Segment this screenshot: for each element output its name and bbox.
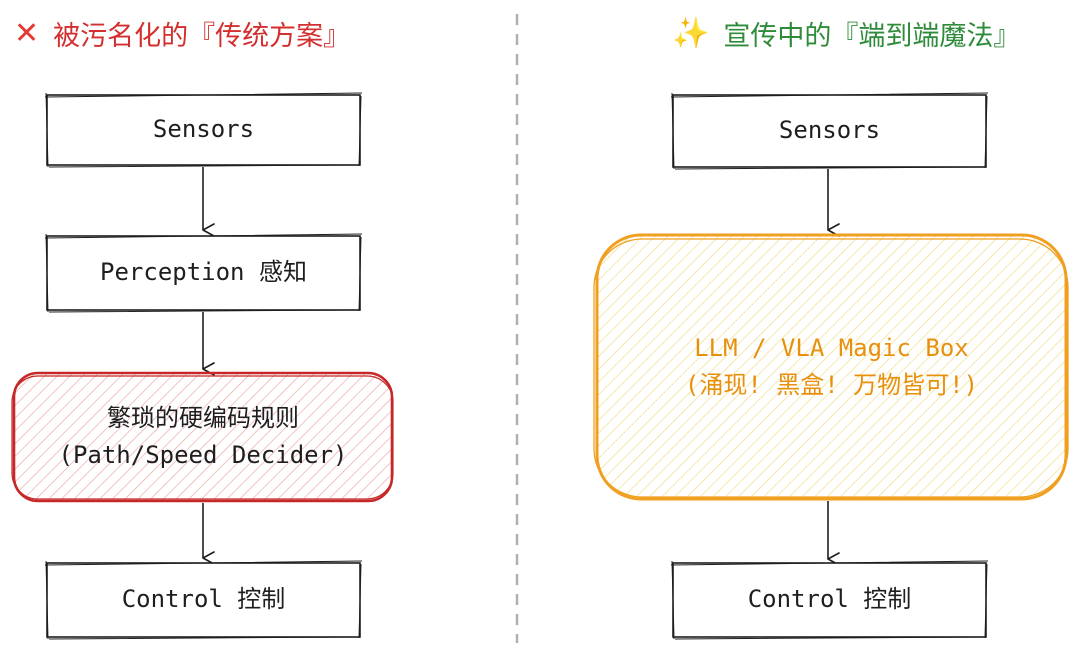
left-sensors-label: Sensors — [47, 95, 360, 165]
right-control-box — [670, 560, 989, 640]
sparkles-icon: ✨ — [672, 16, 710, 51]
left-sensors-text: Sensors — [152, 115, 255, 144]
right-control-text: Control 控制 — [747, 585, 912, 614]
left-sensors-box — [44, 92, 363, 168]
left-control-box — [44, 560, 363, 640]
left-perception-box — [44, 233, 363, 313]
left-perception-text: Perception 感知 — [100, 258, 307, 287]
left-decider-text-line2: (Path/Speed Decider) — [58, 441, 348, 469]
cross-mark-icon: ✕ — [14, 16, 40, 51]
left-heading: ✕ 被污名化的『传统方案』 — [14, 14, 350, 53]
right-control-label: Control 控制 — [673, 563, 986, 637]
right-magic-text-line1: LLM / VLA Magic Box — [694, 333, 969, 362]
right-magic-text-line2: (涌现! 黑盒! 万物皆可!) — [684, 371, 979, 399]
right-heading: ✨ 宣传中的『端到端魔法』 — [672, 14, 1020, 53]
left-control-label: Control 控制 — [47, 563, 360, 637]
left-decider-label: 繁琐的硬编码规则 (Path/Speed Decider) — [14, 373, 392, 501]
left-control-text: Control 控制 — [121, 585, 286, 614]
right-heading-text: 宣传中的『端到端魔法』 — [723, 21, 1021, 52]
right-sensors-label: Sensors — [673, 95, 986, 167]
right-sensors-box — [670, 92, 989, 170]
left-decider-box — [11, 371, 394, 503]
left-heading-text: 被污名化的『传统方案』 — [53, 21, 351, 52]
right-magic-box — [593, 233, 1069, 501]
right-sensors-text: Sensors — [778, 116, 881, 145]
left-decider-text-line1: 繁琐的硬编码规则 — [107, 403, 299, 432]
right-magic-label: LLM / VLA Magic Box (涌现! 黑盒! 万物皆可!) — [597, 235, 1066, 499]
left-perception-label: Perception 感知 — [47, 236, 360, 310]
